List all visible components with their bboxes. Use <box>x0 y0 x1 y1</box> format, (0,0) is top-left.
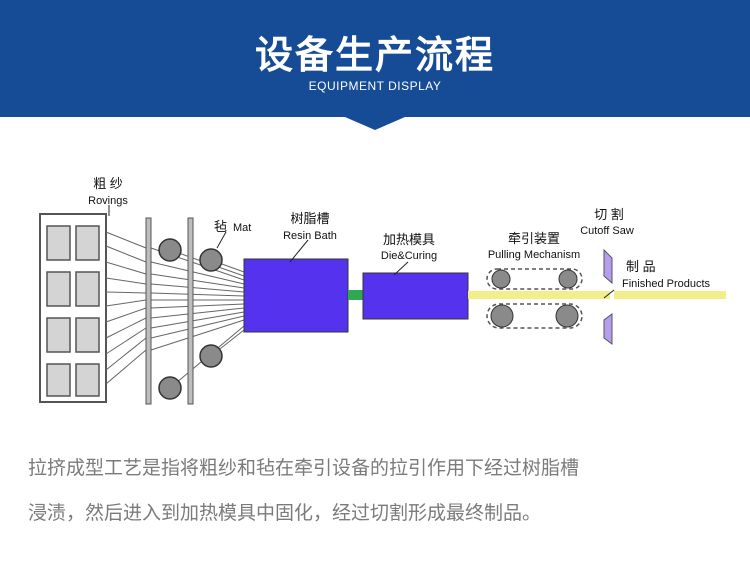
guide-plate-2 <box>187 217 194 405</box>
page-subtitle: EQUIPMENT DISPLAY <box>308 79 442 93</box>
label-die-cn: 加热模具 <box>383 232 435 247</box>
fiber-lines <box>105 231 245 389</box>
label-finished-cn: 制 品 <box>626 259 656 274</box>
mat-roller <box>199 248 223 272</box>
roving-creel <box>39 213 107 403</box>
heated-die <box>362 272 469 320</box>
label-mat-en: Mat <box>233 222 251 234</box>
mat-roller <box>158 238 182 262</box>
mat-roller <box>199 344 223 368</box>
label-resin-en: Resin Bath <box>283 230 337 242</box>
page-title: 设备生产流程 <box>254 33 495 77</box>
header-banner: 设备生产流程 EQUIPMENT DISPLAY <box>0 0 750 117</box>
description-line-2: 浸渍，然后进入到加热模具中固化，经过切割形成最终制品。 <box>28 502 542 524</box>
process-description: 拉挤成型工艺是指将粗纱和毡在牵引设备的拉引作用下经过树脂槽 浸渍，然后进入到加热… <box>28 446 728 536</box>
label-cutoff-en: Cutoff Saw <box>580 225 634 237</box>
product-profile <box>468 291 610 299</box>
header-notch <box>345 117 405 130</box>
leader-lines <box>108 205 615 299</box>
description-line-1: 拉挤成型工艺是指将粗纱和毡在牵引设备的拉引作用下经过树脂槽 <box>28 457 580 479</box>
label-finished-en: Finished Products <box>622 278 711 290</box>
cutoff-saw-blade <box>603 248 613 285</box>
mat-roller <box>158 376 182 400</box>
label-rovings-en: Rovings <box>88 195 128 207</box>
label-resin-cn: 树脂槽 <box>290 211 329 226</box>
cutoff-saw-blade <box>603 313 613 345</box>
label-pulling-en: Pulling Mechanism <box>488 249 580 261</box>
label-rovings-cn: 粗 纱 <box>93 176 123 191</box>
pulling-mechanism <box>486 268 583 329</box>
resin-die-link <box>348 290 363 300</box>
guide-plate-1 <box>145 217 152 405</box>
label-die-en: Die&Curing <box>381 250 437 262</box>
resin-bath <box>243 258 349 333</box>
label-mat-cn: 毡 <box>214 219 227 234</box>
finished-product <box>614 291 726 299</box>
label-cutoff-cn: 切 割 <box>594 207 624 222</box>
label-pulling-cn: 牵引装置 <box>508 231 560 246</box>
process-diagram: 粗 纱 Rovings 毡 Mat 树脂槽 Resin Bath 加热模具 Di… <box>39 176 726 405</box>
